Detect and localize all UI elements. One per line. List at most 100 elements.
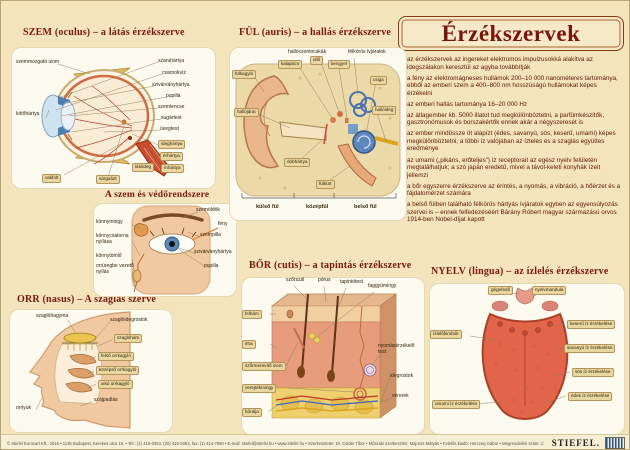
anatomy-label: savanyú íz érzékelése bbox=[564, 344, 616, 353]
tear-system bbox=[132, 223, 149, 293]
arrector-muscle bbox=[293, 327, 305, 349]
nose-diagram-panel: szaglóhagyma szaglóidegrostok szaglóhám … bbox=[9, 309, 173, 433]
hair-follicles bbox=[293, 293, 339, 382]
anatomy-label: kalapács bbox=[278, 60, 303, 69]
anatomy-label: verejtékmirigy bbox=[242, 384, 277, 393]
tongue-diagram bbox=[469, 287, 571, 420]
dermis-layer bbox=[271, 321, 381, 389]
anatomy-label: szempilla bbox=[200, 232, 221, 238]
anatomy-label: szemmozgató izom bbox=[16, 59, 60, 65]
anatomy-label: pupilla bbox=[204, 263, 219, 269]
nose-section-title: ORR (nasus) – A szaglás szerve bbox=[17, 294, 157, 305]
anatomy-label: hallóideg bbox=[372, 106, 397, 115]
fact-item: az emberi hallás tartománya 16–20 000 Hz bbox=[400, 101, 622, 109]
anatomy-label: fülkürt bbox=[316, 180, 335, 189]
anatomy-label: irha bbox=[242, 340, 256, 349]
anatomy-label: középső orrkagyló bbox=[96, 366, 140, 375]
fact-item: az átlagember kb. 5000 illatot tud megkü… bbox=[400, 112, 622, 127]
olfactory-bulb bbox=[62, 332, 98, 351]
middle-ear bbox=[323, 111, 377, 187]
blind-spot bbox=[128, 136, 132, 140]
ear-diagram bbox=[235, 57, 401, 199]
anatomy-label: szaglóhagyma bbox=[36, 313, 69, 319]
fact-item: az ember mindössze öt alapízt (édes, sav… bbox=[400, 130, 622, 153]
anatomy-label: ideghártya bbox=[158, 140, 186, 149]
publisher-info: © Stiefel Eurocart Kft., 2015 • 1135 Bud… bbox=[7, 440, 544, 446]
anatomy-label: könnycsatorna nyílása bbox=[96, 233, 129, 245]
fact-item: a belső fülben található félkörös hártyá… bbox=[400, 201, 622, 224]
eye-protection-diagram bbox=[131, 205, 219, 295]
fact-item: a bőr egyszerre érzékszerve az érintés, … bbox=[400, 183, 622, 198]
anatomy-label: szemöldök bbox=[196, 207, 220, 213]
vessels-nerves bbox=[275, 395, 379, 412]
tongue-diagram-panel: gégefedő nyelvmandula keserű íz érzékelé… bbox=[429, 283, 625, 435]
anatomy-label: orrüregbe vezető nyílás bbox=[96, 263, 134, 275]
eardrum bbox=[323, 123, 328, 145]
eye-protection-section-title: A szem és védőrendszere bbox=[105, 190, 210, 200]
eye-front-segment bbox=[41, 91, 76, 141]
anatomy-label: könnymirigy bbox=[96, 219, 123, 225]
fact-text: az umami („pikáns, erőteljes”) íz recept… bbox=[407, 156, 601, 179]
anatomy-label: dobhártya bbox=[284, 158, 311, 167]
ear-section-title: FÜL (auris) – a hallás érzékszerve bbox=[239, 27, 392, 38]
nose-diagram bbox=[29, 311, 131, 429]
eyebrow bbox=[142, 213, 204, 222]
anatomy-label: ízlelőbimbók bbox=[430, 330, 462, 339]
fact-text: a fény az elektromágneses hullámok 200–1… bbox=[407, 74, 618, 97]
anatomy-label: sárgafolt bbox=[96, 175, 120, 184]
tongue-body bbox=[481, 312, 569, 420]
anatomy-label: gégefedő bbox=[488, 286, 514, 295]
outer-ear bbox=[243, 75, 327, 169]
anatomy-label: orrlyuk bbox=[16, 405, 32, 411]
region-bracket bbox=[241, 193, 397, 199]
publisher-mark-icon bbox=[605, 437, 625, 449]
anatomy-label: szemlencse bbox=[158, 104, 185, 110]
anatomy-label: érhártya bbox=[160, 152, 183, 161]
anatomy-label: szivárványhártya bbox=[194, 249, 232, 255]
eyelashes bbox=[149, 227, 197, 238]
fact-text: a belső fülben található félkörös hártyá… bbox=[407, 201, 618, 224]
fact-text: az ember mindössze öt alapízt (édes, sav… bbox=[407, 130, 616, 153]
anatomy-label: sugártest bbox=[161, 115, 182, 121]
fact-item: a fény az elektromágneses hullámok 200–1… bbox=[400, 75, 622, 98]
anatomy-label: felső orrkagyló bbox=[98, 352, 134, 361]
anatomy-label: látóideg bbox=[132, 163, 155, 172]
anatomy-label: szaglóidegrostok bbox=[110, 317, 148, 323]
poster-title-box: Érzékszervek bbox=[398, 16, 624, 51]
anatomy-label: sós íz érzékelése bbox=[572, 368, 614, 377]
papillae-dots bbox=[495, 343, 553, 413]
tongue-section-title: NYELV (lingua) – az ízlelés érzékszerve bbox=[431, 266, 609, 277]
eye-diagram-panel: szaruhártya csarnokvíz szivárványhártya … bbox=[11, 47, 216, 189]
cochlea bbox=[352, 130, 376, 154]
facts-list: az érzékszervek az ingereket elektromos … bbox=[400, 56, 622, 227]
anatomy-label: üllő bbox=[310, 56, 324, 65]
stiefel-logo: STIEFEL. bbox=[551, 438, 600, 448]
anatomy-label: fény bbox=[218, 221, 228, 227]
face bbox=[131, 205, 211, 295]
anatomy-label: csiga bbox=[370, 76, 387, 85]
anatomy-label: pórus bbox=[318, 277, 331, 283]
fact-item: az umami („pikáns, erőteljes”) íz recept… bbox=[400, 157, 622, 180]
anatomy-label: idegrostok bbox=[390, 373, 414, 379]
leader-lines bbox=[35, 319, 113, 411]
anatomy-label: szőrszál bbox=[286, 277, 305, 283]
anatomy-label: szaglóhám bbox=[114, 334, 143, 343]
anatomy-label: szájpadlás bbox=[94, 397, 118, 403]
anatomy-label: szőrmerevítő izom bbox=[242, 362, 286, 371]
anatomy-label: könnytömlő bbox=[96, 253, 122, 259]
leader-lines bbox=[131, 211, 219, 289]
anatomy-label: ínhártya bbox=[161, 164, 184, 173]
skin-section-title: BŐR (cutis) – a tapintás érzékszerve bbox=[249, 260, 412, 271]
skin-block bbox=[270, 293, 398, 419]
anatomy-label: kengyel bbox=[328, 60, 350, 69]
anatomy-label: umami íz érzékelése bbox=[432, 400, 481, 409]
anatomy-label: hallócsontocskák bbox=[288, 49, 327, 55]
leader-lines bbox=[267, 285, 393, 413]
anatomy-label: édes íz érzékelése bbox=[568, 392, 613, 401]
anatomy-label: keserű íz érzékelése bbox=[567, 320, 616, 329]
pupil bbox=[169, 241, 175, 247]
ear-region-label: belső fül bbox=[354, 204, 377, 210]
skin-diagram-panel: szőrszál pórus tapintótest faggyúmirigy … bbox=[241, 277, 425, 435]
eye-protection-panel: könnymirigy könnycsatorna nyílása könnyt… bbox=[93, 203, 237, 297]
